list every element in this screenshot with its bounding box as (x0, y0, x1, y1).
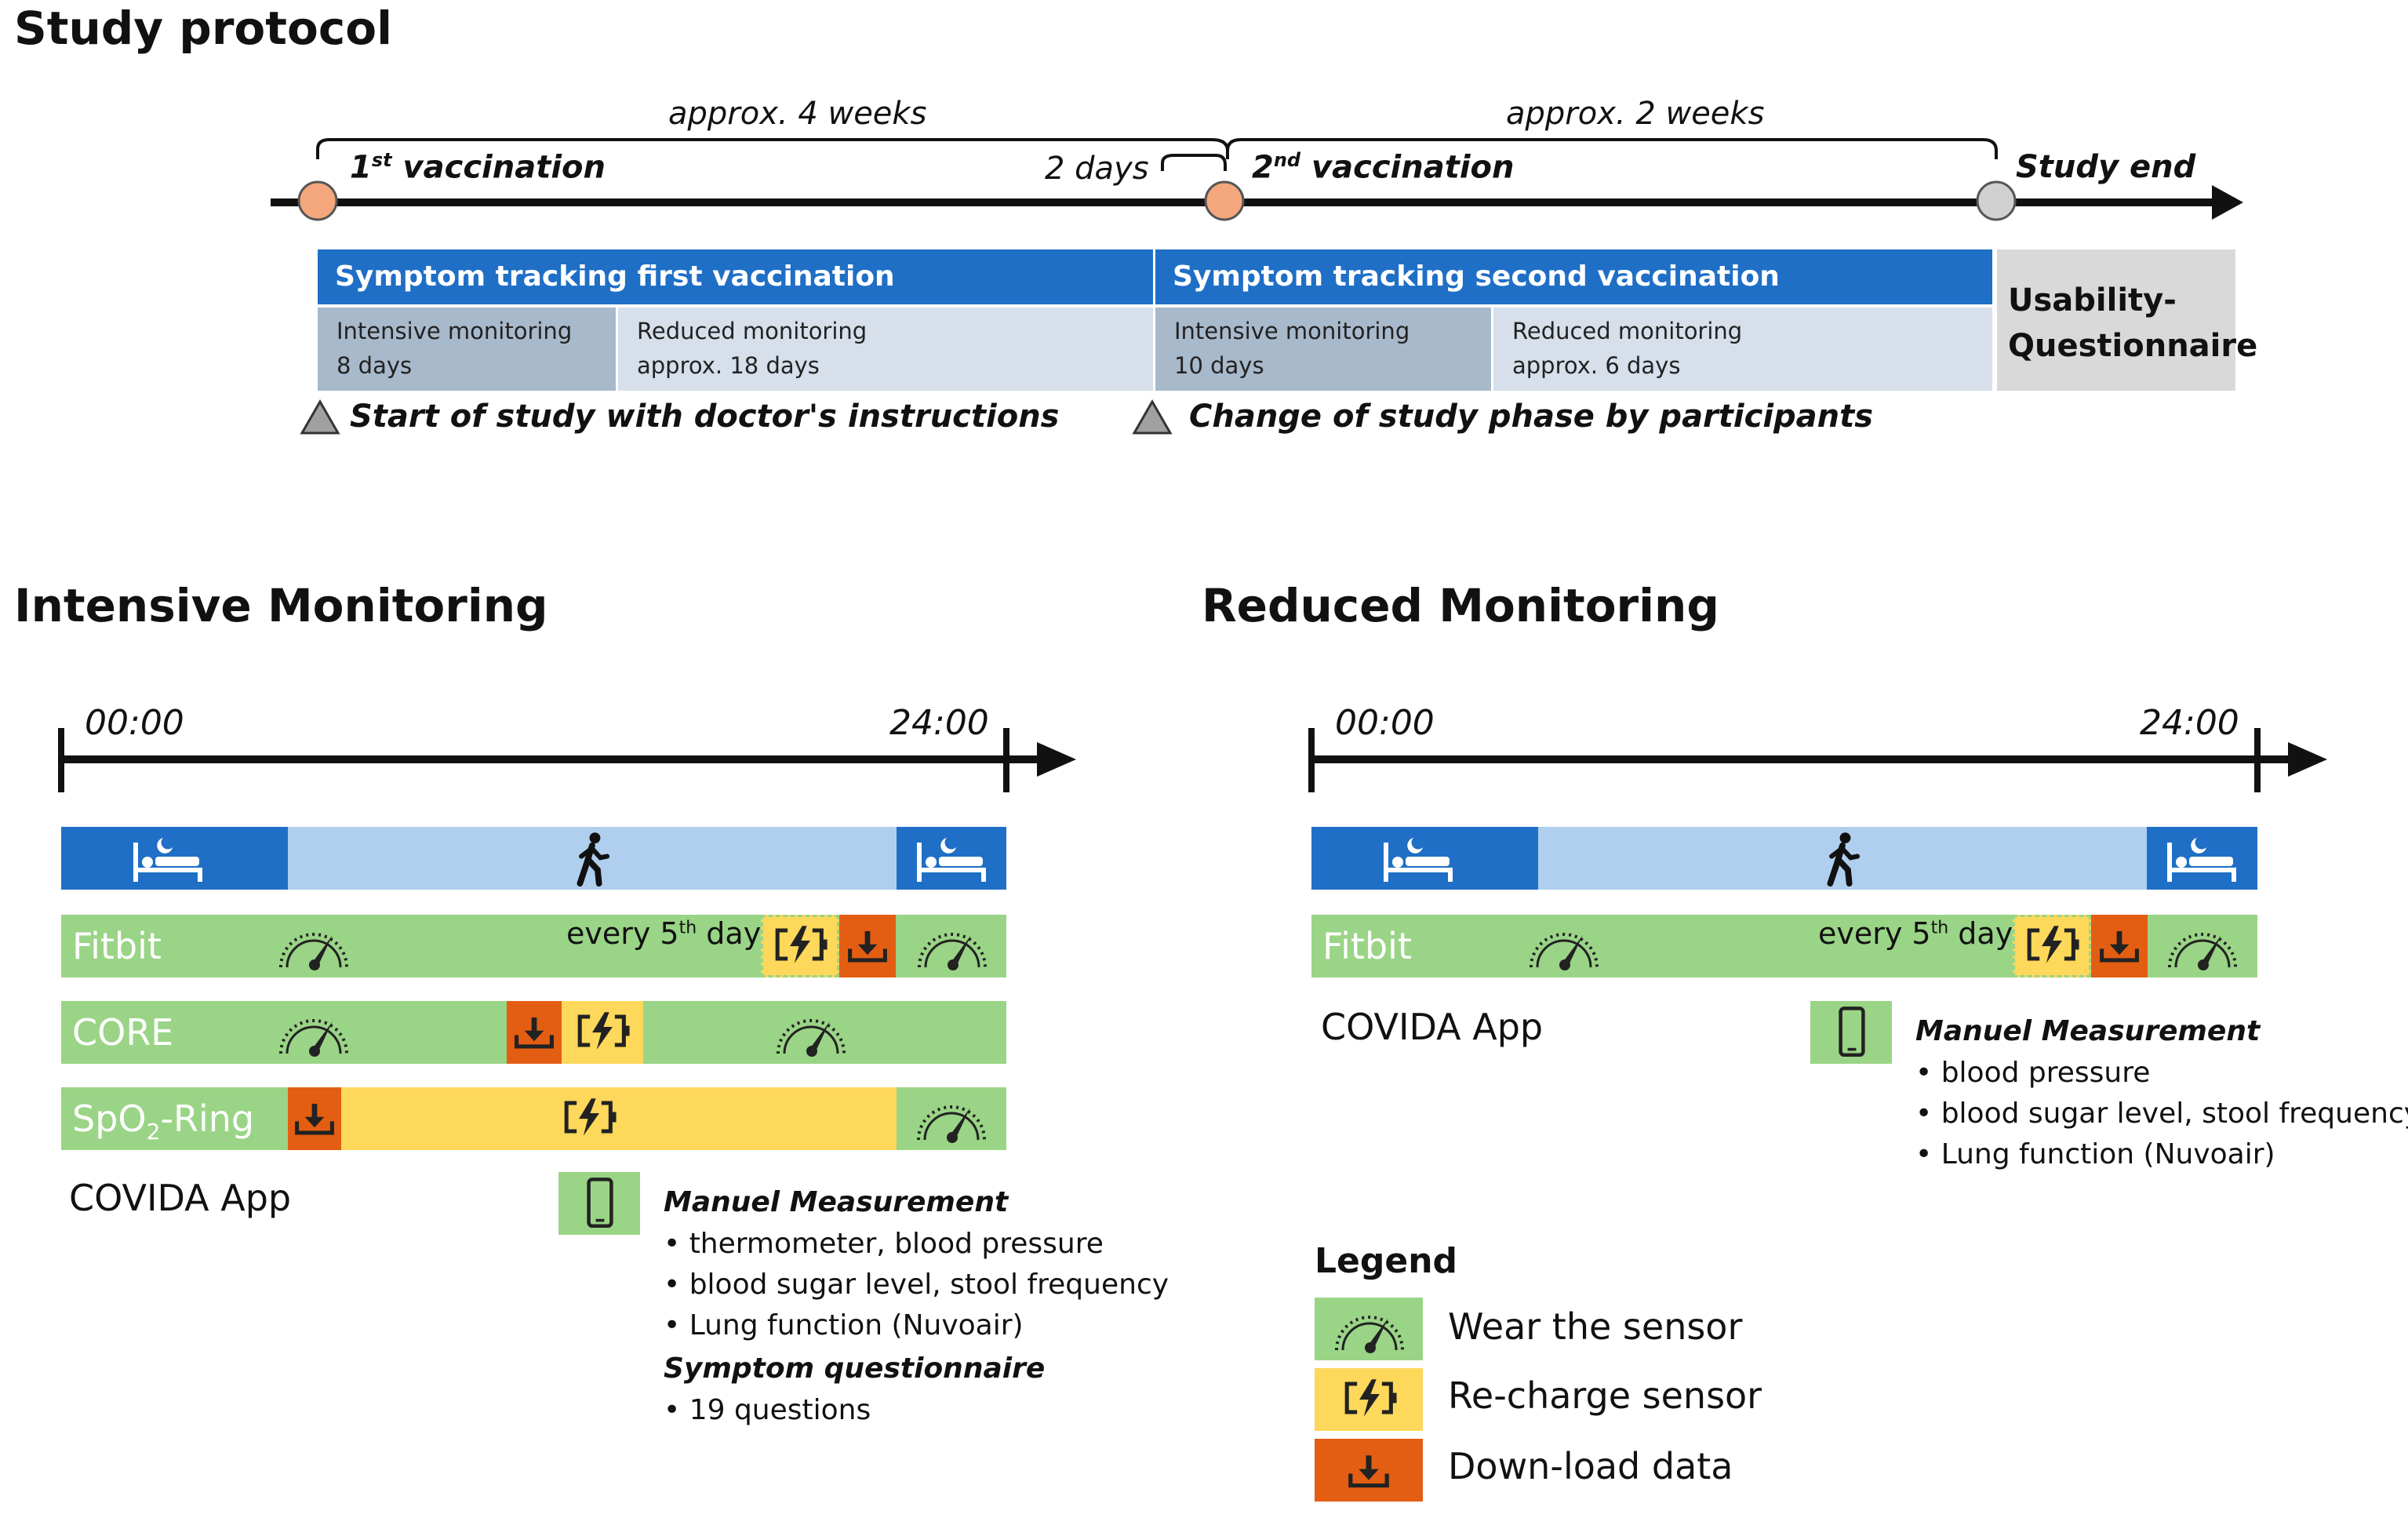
download-icon (1346, 1448, 1391, 1494)
reduced-fitbit-download (2091, 915, 2148, 977)
core-label: CORE (72, 1011, 174, 1054)
second-vaccination-milestone (1204, 180, 1245, 221)
approx-2-weeks-label: approx. 2 weeks (1506, 96, 1765, 132)
spo2-ring-label: SpO2-Ring (72, 1098, 255, 1145)
download-icon (846, 924, 889, 968)
download-icon (512, 1010, 556, 1054)
intensive-spo2-label-cell: SpO2-Ring (61, 1087, 288, 1150)
first-vaccination-milestone (297, 180, 338, 221)
legend-download-swatch (1315, 1439, 1423, 1502)
phone-icon (1831, 1004, 1873, 1061)
list-item: • Lung function (Nuvoair) (1915, 1138, 2275, 1170)
phone-icon (579, 1175, 621, 1232)
legend-wear-swatch (1315, 1298, 1423, 1360)
reduced-monitoring-title: Reduced Monitoring (1202, 579, 1719, 632)
two-days-label: 2 days (1045, 151, 1149, 187)
intensive-core-recharge (562, 1001, 643, 1064)
download-icon (2097, 924, 2141, 968)
battery-charge-icon (574, 1007, 631, 1054)
reduced-every-5th-day: every 5th day (1818, 916, 2013, 951)
legend-download-label: Down-load data (1448, 1445, 1733, 1487)
gauge-icon (912, 1097, 991, 1144)
intensive-fitbit-download (839, 915, 896, 977)
bed-icon (1379, 836, 1457, 883)
symptom-tracking-second-bar: Symptom tracking second vaccination (1155, 249, 1992, 304)
intensive-spo2-recharge (341, 1087, 897, 1150)
intensive-sleep-end (897, 827, 1006, 890)
intensive-core-download (507, 1001, 562, 1064)
reduced-manual-list: • blood pressure • blood sugar level, st… (1915, 1053, 2408, 1175)
gauge-icon (2163, 924, 2242, 971)
intensive-symptom-questionnaire-title: Symptom questionnaire (664, 1352, 1046, 1385)
reduced-app-phone-box (1810, 1001, 1892, 1064)
battery-charge-icon (2024, 921, 2080, 968)
walking-person-icon (1822, 832, 1863, 886)
intensive-spo2-wear (897, 1087, 1006, 1150)
approx-4-weeks-label: approx. 4 weeks (668, 96, 927, 132)
gauge-icon (275, 924, 353, 971)
intensive-covida-app-label: COVIDA App (69, 1177, 292, 1219)
intensive-timeline (58, 728, 1076, 792)
gauge-icon (913, 924, 991, 971)
intensive-every-5th-day: every 5th day (566, 916, 762, 951)
legend-wear-label: Wear the sensor (1448, 1305, 1743, 1348)
fitbit-label: Fitbit (72, 925, 162, 967)
intensive-manual-list: • thermometer, blood pressure • blood su… (664, 1224, 1169, 1346)
reduced-fitbit-recharge (2013, 915, 2091, 977)
intensive-symptom-list: • 19 questions (664, 1390, 871, 1431)
list-item: • blood sugar level, stool frequency (1915, 1098, 2408, 1130)
second-vaccination-label: 2nd vaccination (1252, 149, 1515, 186)
list-item: • Lung function (Nuvoair) (664, 1309, 1024, 1341)
triangle-icon (300, 399, 340, 435)
intensive-monitoring-title: Intensive Monitoring (14, 579, 548, 632)
intensive-awake (288, 827, 897, 890)
battery-charge-icon (561, 1094, 617, 1141)
reduced-covida-app-label: COVIDA App (1321, 1006, 1544, 1048)
gauge-icon (772, 1010, 850, 1058)
change-of-phase-note: Change of study phase by participants (1189, 399, 1874, 435)
gauge-icon (275, 1010, 353, 1058)
intensive-time-start: 00:00 (85, 703, 184, 743)
intensive-spo2-download (288, 1087, 341, 1150)
triangle-icon (1132, 399, 1173, 435)
legend-recharge-label: Re-charge sensor (1448, 1374, 1762, 1417)
intensive-app-phone-box (558, 1172, 640, 1235)
gauge-icon (1525, 924, 1603, 971)
list-item: • blood pressure (1915, 1057, 2151, 1089)
reduced-awake (1538, 827, 2147, 890)
legend-recharge-swatch (1315, 1368, 1423, 1431)
battery-charge-icon (772, 921, 828, 968)
legend-title: Legend (1315, 1241, 1458, 1281)
reduced-timeline (1308, 728, 2327, 792)
intensive-time-end: 24:00 (889, 703, 989, 743)
reduced-time-start: 00:00 (1335, 703, 1435, 743)
first-vaccination-label: 1st vaccination (350, 149, 606, 186)
fitbit-label: Fitbit (1322, 925, 1412, 967)
symptom-tracking-first-bar: Symptom tracking first vaccination (318, 249, 1153, 304)
gauge-icon (1330, 1307, 1409, 1354)
intensive-fitbit-recharge (761, 915, 839, 977)
study-end-milestone (1976, 180, 2017, 221)
reduced-sleep-start (1311, 827, 1538, 890)
download-icon (293, 1097, 336, 1141)
protocol-title: Study protocol (14, 2, 392, 55)
reduced-manual-measurement-title: Manuel Measurement (1915, 1015, 2261, 1047)
list-item: • blood sugar level, stool frequency (664, 1269, 1169, 1301)
start-of-study-note: Start of study with doctor's instruction… (350, 399, 1060, 435)
reduced-sleep-end (2147, 827, 2257, 890)
list-item: • 19 questions (664, 1394, 871, 1426)
protocol-timeline (271, 138, 2243, 435)
bed-icon (2162, 836, 2241, 883)
intensive-sleep-start (61, 827, 288, 890)
list-item: • thermometer, blood pressure (664, 1228, 1104, 1260)
usability-questionnaire-box: Usability-Questionnaire (1997, 249, 2257, 391)
intensive-manual-measurement-title: Manuel Measurement (664, 1186, 1009, 1218)
reduced-time-end: 24:00 (2140, 703, 2239, 743)
study-end-label: Study end (2016, 149, 2196, 185)
battery-charge-icon (1341, 1374, 1398, 1422)
